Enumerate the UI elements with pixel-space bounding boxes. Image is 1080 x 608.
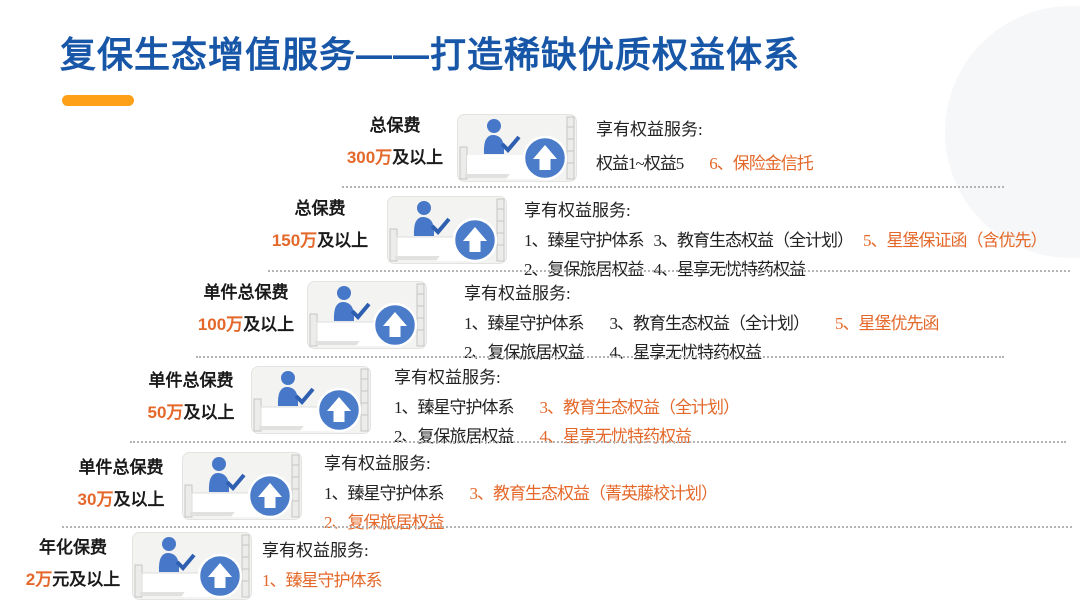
- benefit-item: 1、臻星守护体系: [394, 398, 514, 417]
- benefit-row: 1、臻星守护体系 3、教育生态权益（全计划） 5、星堡优先函: [464, 313, 939, 334]
- benefit-row: 1、臻星守护体系 3、教育生态权益（全计划）: [394, 397, 740, 418]
- benefit-rows: 权益1~权益5 6、保险金信托: [596, 153, 814, 174]
- premium-amount: 2万元及以上: [25, 570, 121, 589]
- benefits-header: 享有权益服务:: [596, 120, 703, 139]
- slide-title: 复保生态增值服务——打造稀缺优质权益体系: [60, 34, 801, 75]
- benefit-item: 1、臻星守护体系: [324, 484, 444, 503]
- dotted-divider: [196, 356, 1004, 358]
- benefit-item: 1、臻星守护体系: [524, 231, 644, 250]
- premium-type: 总保费: [369, 116, 421, 135]
- benefits-header: 享有权益服务:: [394, 368, 501, 387]
- benefits-header: 享有权益服务:: [262, 541, 369, 560]
- dotted-divider: [342, 186, 1004, 188]
- benefit-item: 4、星享无忧特药权益: [653, 260, 806, 279]
- premium-type: 单件总保费: [78, 458, 164, 477]
- person-upgrade-icon: [306, 280, 428, 350]
- dotted-divider: [268, 270, 1070, 272]
- benefit-item: 3、教育生态权益（菁英藤校计划）: [469, 484, 718, 503]
- person-upgrade-icon: [131, 531, 253, 601]
- benefits-block: 享有权益服务: 1、臻星守护体系 3、教育生态权益（全计划） 2、复保旅居权益 4、星…: [394, 367, 740, 447]
- benefit-row: 2、复保旅居权益 4、星享无忧特药权益: [394, 426, 739, 447]
- premium-amount: 150万及以上: [271, 231, 369, 250]
- premium-amount: 50万及以上: [147, 403, 235, 422]
- benefits-block: 享有权益服务: 1、臻星守护体系: [262, 540, 382, 591]
- premium-type: 年化保费: [39, 538, 107, 557]
- benefit-row: 2、复保旅居权益 4、星享无忧特药权益: [524, 259, 1047, 280]
- benefit-item: 2、复保旅居权益: [524, 260, 644, 279]
- benefit-row: 2、复保旅居权益: [324, 512, 717, 533]
- premium-label: 年化保费 2万元及以上: [14, 538, 132, 589]
- benefit-row: 2、复保旅居权益 4、星享无忧特药权益: [464, 342, 939, 363]
- premium-label: 单件总保费 100万及以上: [186, 283, 306, 334]
- benefit-item: 5、星堡优先函: [835, 314, 939, 333]
- benefit-item: 4、星享无忧特药权益: [609, 343, 762, 362]
- benefit-item: 3、教育生态权益（全计划）: [539, 398, 740, 417]
- benefit-item: 2、复保旅居权益: [324, 513, 444, 532]
- benefits-header: 享有权益服务:: [524, 201, 631, 220]
- premium-type: 总保费: [294, 199, 346, 218]
- premium-label: 单件总保费 50万及以上: [131, 371, 251, 422]
- person-upgrade-icon: [250, 365, 372, 435]
- person-upgrade-icon: [181, 451, 303, 521]
- benefit-row: 1、臻星守护体系 3、教育生态权益（菁英藤校计划）: [324, 483, 718, 504]
- benefit-rows: 1、臻星守护体系: [262, 570, 382, 591]
- benefit-item: 4、星享无忧特药权益: [539, 427, 692, 446]
- premium-label: 总保费 300万及以上: [338, 116, 452, 167]
- person-upgrade-icon: [456, 113, 578, 183]
- benefit-item: 3、教育生态权益（全计划）: [609, 314, 810, 333]
- benefit-item: 2、复保旅居权益: [464, 343, 584, 362]
- premium-amount: 30万及以上: [77, 490, 165, 509]
- benefit-rows: 1、臻星守护体系 3、教育生态权益（全计划） 5、星堡保证函（含优先） 2、复保旅居权…: [524, 230, 1047, 280]
- premium-type: 单件总保费: [203, 283, 289, 302]
- premium-label: 总保费 150万及以上: [263, 199, 377, 250]
- premium-amount: 100万及以上: [197, 315, 295, 334]
- person-upgrade-icon: [386, 195, 508, 265]
- premium-amount: 300万及以上: [346, 148, 444, 167]
- benefits-header: 享有权益服务:: [324, 454, 431, 473]
- premium-label: 单件总保费 30万及以上: [61, 458, 181, 509]
- premium-type: 单件总保费: [148, 371, 234, 390]
- benefits-header: 享有权益服务:: [464, 284, 571, 303]
- benefit-row: 权益1~权益5 6、保险金信托: [596, 153, 814, 174]
- benefit-item: 3、教育生态权益（全计划）: [653, 231, 854, 250]
- benefit-row: 1、臻星守护体系: [262, 570, 382, 591]
- benefits-block: 享有权益服务: 1、臻星守护体系 3、教育生态权益（全计划） 5、星堡优先函 2、复保…: [464, 283, 939, 363]
- title-underline: [62, 95, 134, 106]
- benefit-item: 1、臻星守护体系: [464, 314, 584, 333]
- dotted-divider: [62, 526, 1072, 528]
- benefit-item: 权益1~权益5: [596, 154, 684, 173]
- dotted-divider: [130, 441, 1066, 443]
- benefits-block: 享有权益服务: 1、臻星守护体系 3、教育生态权益（全计划） 5、星堡保证函（含优先…: [524, 200, 1047, 280]
- benefit-item: 2、复保旅居权益: [394, 427, 514, 446]
- benefit-rows: 1、臻星守护体系 3、教育生态权益（全计划） 2、复保旅居权益 4、星享无忧特药权益: [394, 397, 740, 447]
- benefit-item: 6、保险金信托: [709, 154, 813, 173]
- benefit-row: 1、臻星守护体系 3、教育生态权益（全计划） 5、星堡保证函（含优先）: [524, 230, 1047, 251]
- benefit-item: 5、星堡保证函（含优先）: [863, 231, 1047, 250]
- benefits-block: 享有权益服务: 权益1~权益5 6、保险金信托: [596, 119, 814, 174]
- benefits-block: 享有权益服务: 1、臻星守护体系 3、教育生态权益（菁英藤校计划） 2、复保旅居权益: [324, 453, 718, 533]
- benefit-item: 1、臻星守护体系: [262, 571, 382, 590]
